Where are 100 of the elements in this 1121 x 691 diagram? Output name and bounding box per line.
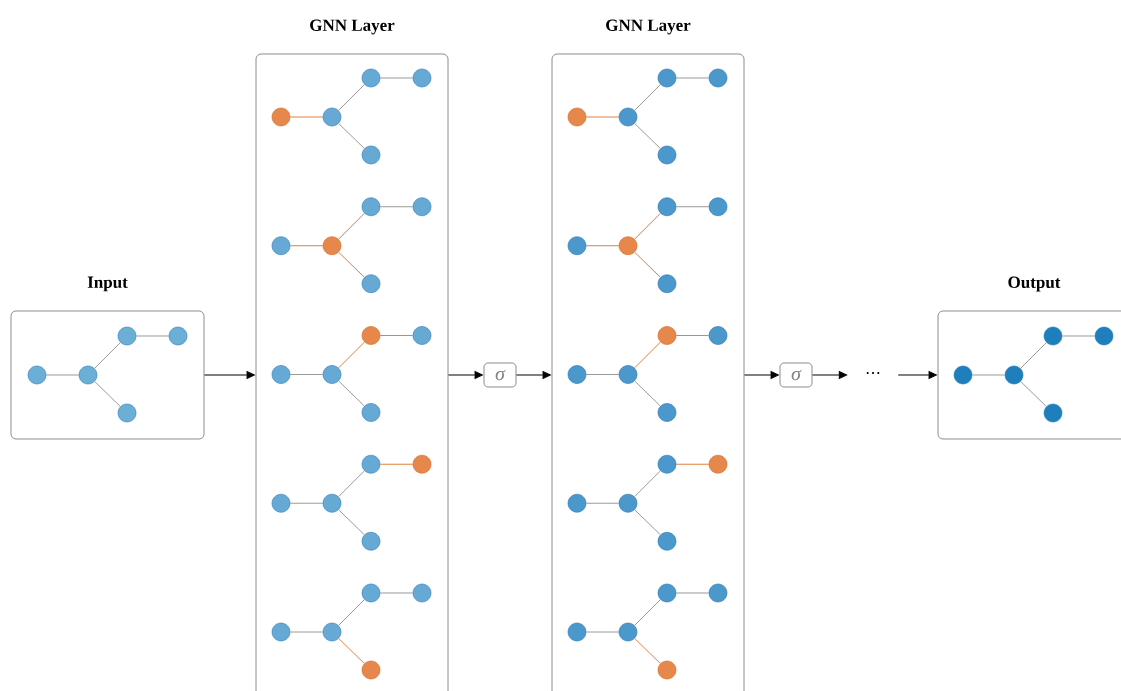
graph-edge <box>338 638 365 664</box>
graph-edge <box>1020 381 1047 407</box>
graph-edge <box>634 509 661 536</box>
graph-edge <box>634 123 661 149</box>
graph-node <box>412 326 432 345</box>
graph-node <box>708 454 728 474</box>
graph-edge <box>634 599 661 626</box>
graph-edge <box>634 212 661 240</box>
graph-edge <box>585 245 620 247</box>
graph-node <box>117 403 137 423</box>
graph-node <box>27 365 47 385</box>
graph-edge <box>379 206 414 208</box>
panel-title: Output <box>1008 276 1061 292</box>
graph-node <box>1004 365 1024 385</box>
graph-edge <box>338 380 365 407</box>
graph-node <box>361 197 381 217</box>
graph-edge <box>585 502 620 504</box>
graph-node <box>657 531 677 551</box>
graph-edge <box>634 470 661 498</box>
arrow <box>447 371 483 379</box>
graph-node <box>361 583 381 603</box>
graph-node <box>78 365 98 385</box>
arrow <box>203 371 255 379</box>
graph-node <box>361 68 381 88</box>
graph-node <box>657 583 677 603</box>
graph-node <box>412 197 432 217</box>
graph-node <box>567 236 587 256</box>
panel-title: GNN Layer <box>310 19 395 35</box>
graph-edge <box>338 509 365 536</box>
graph-edge <box>634 341 661 369</box>
graph-node <box>567 493 587 513</box>
graph-edge <box>379 463 414 465</box>
graph-edge <box>289 374 324 375</box>
graph-edge <box>634 251 661 278</box>
graph-node <box>657 145 677 165</box>
graph-node <box>322 622 342 642</box>
graph-edge <box>1020 342 1047 369</box>
graph-edge <box>338 599 365 626</box>
graph-edge <box>289 116 324 118</box>
graph-node <box>322 365 342 384</box>
graph-node <box>618 107 638 127</box>
graph-edge <box>675 463 710 465</box>
graph-node <box>361 403 381 422</box>
graph-edge <box>675 335 710 336</box>
graph-node <box>361 531 381 551</box>
graph-node <box>1043 326 1063 346</box>
graph-node <box>657 403 677 422</box>
graph-node <box>271 236 291 256</box>
graph-node <box>657 326 677 345</box>
graph-node <box>117 326 137 346</box>
graph-node <box>708 197 728 217</box>
graph-edge <box>1061 335 1096 337</box>
graph-node <box>1094 326 1114 346</box>
graph-node <box>708 68 728 88</box>
graph-node <box>361 454 381 474</box>
graph-edge <box>675 206 710 208</box>
panel-title: Input <box>87 276 128 292</box>
graph-edge <box>675 592 710 594</box>
panel-title: GNN Layer <box>606 19 691 35</box>
graph-node <box>271 493 291 513</box>
graph-edge <box>289 502 324 504</box>
graph-edge <box>634 380 661 407</box>
graph-node <box>361 326 381 345</box>
graph-node <box>322 493 342 513</box>
graph-edge <box>634 638 661 664</box>
graph-node <box>271 107 291 127</box>
graph-edge <box>289 631 324 633</box>
graph-edge <box>45 374 80 376</box>
arrow <box>897 371 937 379</box>
ellipsis: ⋯ <box>866 372 880 374</box>
graph-node <box>412 583 432 603</box>
graph-node <box>412 454 432 474</box>
graph-node <box>412 68 432 88</box>
graph-edge <box>634 84 661 111</box>
arrow <box>743 371 779 379</box>
graph-node <box>1043 403 1063 423</box>
graph-node <box>708 326 728 345</box>
graph-edge <box>289 245 324 247</box>
graph-node <box>271 622 291 642</box>
graph-edge <box>675 77 710 79</box>
graph-node <box>953 365 973 385</box>
graph-node <box>657 274 677 294</box>
graph-node <box>361 145 381 165</box>
graph-node <box>657 454 677 474</box>
graph-node <box>361 274 381 294</box>
graph-edge <box>338 470 365 498</box>
graph-node <box>168 326 188 346</box>
graph-node <box>708 583 728 603</box>
arrow <box>515 371 551 379</box>
graph-node <box>657 68 677 88</box>
activation-box: σ <box>483 362 517 388</box>
graph-edge <box>338 123 365 149</box>
graph-edge <box>379 77 414 79</box>
graph-edge <box>94 381 121 407</box>
graph-node <box>618 622 638 642</box>
graph-edge <box>338 212 365 240</box>
graph-node <box>618 236 638 256</box>
graph-edge <box>379 335 414 336</box>
graph-node <box>567 365 587 384</box>
graph-node <box>618 365 638 384</box>
